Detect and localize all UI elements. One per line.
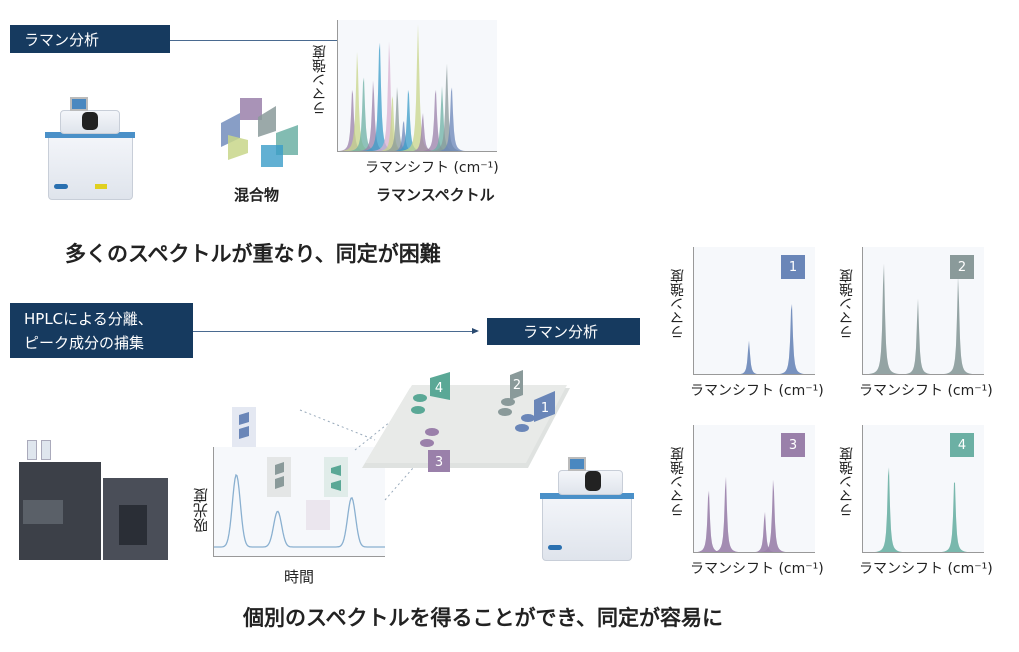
- panel-2-xlabel: ラマンシフト (cm⁻¹): [859, 383, 993, 399]
- chrom-xlabel: 時間: [284, 568, 315, 586]
- panel-3-xlabel: ラマンシフト (cm⁻¹): [690, 561, 824, 577]
- mixed-peak-4: [359, 80, 387, 151]
- raman-analysis-label-2: ラマン分析: [523, 323, 599, 341]
- mixed-peak-12: [413, 113, 433, 151]
- panel-3-ylabel: ラマン強度: [670, 447, 686, 517]
- mixed-peak-7: [380, 96, 405, 151]
- panel-1-ylabel: ラマン強度: [670, 269, 686, 339]
- panel-1-peak-2: [779, 304, 804, 374]
- mixed-peak-13: [423, 89, 449, 151]
- panel-2-peak-3: [944, 276, 972, 374]
- mixed-peak-2: [341, 51, 373, 151]
- plate-label-2: 2: [513, 378, 521, 393]
- panel-2-peak-1: [869, 263, 899, 374]
- spectrum-title: ラマンスペクトル: [376, 186, 495, 204]
- mixed-ylabel: ラマン強度: [312, 45, 328, 115]
- panel-2-ylabel: ラマン強度: [839, 269, 855, 339]
- mixed-peak-14: [429, 86, 455, 151]
- hplc-box: HPLCによる分離、 ピーク成分の捕集: [10, 303, 193, 358]
- hplc-instrument-image: [15, 440, 170, 562]
- panel-2-badge: 2: [950, 255, 974, 279]
- panel-3-peak-3: [755, 512, 774, 552]
- panel-3-peak-2: [713, 476, 738, 552]
- panel-4-badge: 4: [950, 433, 974, 457]
- panel-4-peak-2: [942, 482, 967, 552]
- raman-instrument-image: [40, 92, 140, 202]
- hplc-line1: HPLCによる分離、: [24, 309, 153, 328]
- arrow: [193, 328, 479, 334]
- raman-instrument-image-2: [540, 455, 635, 563]
- mixed-peak-9: [394, 120, 413, 151]
- hplc-line2: ピーク成分の捕集: [24, 333, 145, 352]
- panel-4-ylabel: ラマン強度: [839, 447, 855, 517]
- top-heading: 多くのスペクトルが重なり、同定が困難: [65, 242, 441, 266]
- panel-2-label: 2: [957, 259, 967, 275]
- raman-analysis-box: ラマン分析: [10, 25, 170, 53]
- mixed-peak-15: [432, 63, 462, 151]
- mixed-peak-5: [362, 42, 397, 151]
- panel-1-label: 1: [788, 259, 798, 275]
- panel-3-label: 3: [788, 437, 798, 453]
- mixed-peak-1: [339, 89, 365, 151]
- panel-3-peak-1: [697, 490, 720, 552]
- panel-3-peak-4: [761, 479, 786, 552]
- mixed-peak-8: [384, 87, 410, 151]
- mixed-spectrum-chart: [337, 20, 497, 152]
- mixed-peak-16: [438, 87, 465, 151]
- panel-2-peak-2: [906, 298, 930, 374]
- mixed-peak-6: [372, 41, 406, 151]
- arrow: [170, 37, 344, 43]
- panel-1-peak-1: [740, 340, 757, 374]
- raman-analysis-label: ラマン分析: [24, 30, 100, 49]
- mixed-xlabel: ラマンシフト (cm⁻¹): [365, 160, 499, 176]
- panel-1-xlabel: ラマンシフト (cm⁻¹): [690, 383, 824, 399]
- chrom-ylabel: 吸光度: [192, 488, 210, 533]
- mixed-peak-11: [400, 24, 436, 151]
- panel-4-peak-1: [875, 467, 902, 552]
- mixed-peak-3: [349, 77, 378, 151]
- panel-3-badge: 3: [781, 433, 805, 457]
- chromatogram-line: [214, 473, 385, 548]
- mixed-peak-10: [395, 89, 421, 151]
- bottom-heading: 個別のスペクトルを得ることができ、同定が容易に: [243, 606, 724, 630]
- panel-4-xlabel: ラマンシフト (cm⁻¹): [859, 561, 993, 577]
- plate-label-3: 3: [435, 455, 443, 470]
- chromatogram: [213, 447, 385, 557]
- mixture-label: 混合物: [234, 186, 280, 204]
- plate-label-4: 4: [435, 381, 443, 396]
- panel-1-badge: 1: [781, 255, 805, 279]
- mixture-icon: [221, 98, 298, 167]
- plate-label-1: 1: [541, 401, 549, 416]
- fraction-collection-diagram: 4 2 1 3: [232, 370, 570, 530]
- raman-analysis-box-2: ラマン分析: [487, 318, 640, 345]
- panel-4-label: 4: [957, 437, 967, 453]
